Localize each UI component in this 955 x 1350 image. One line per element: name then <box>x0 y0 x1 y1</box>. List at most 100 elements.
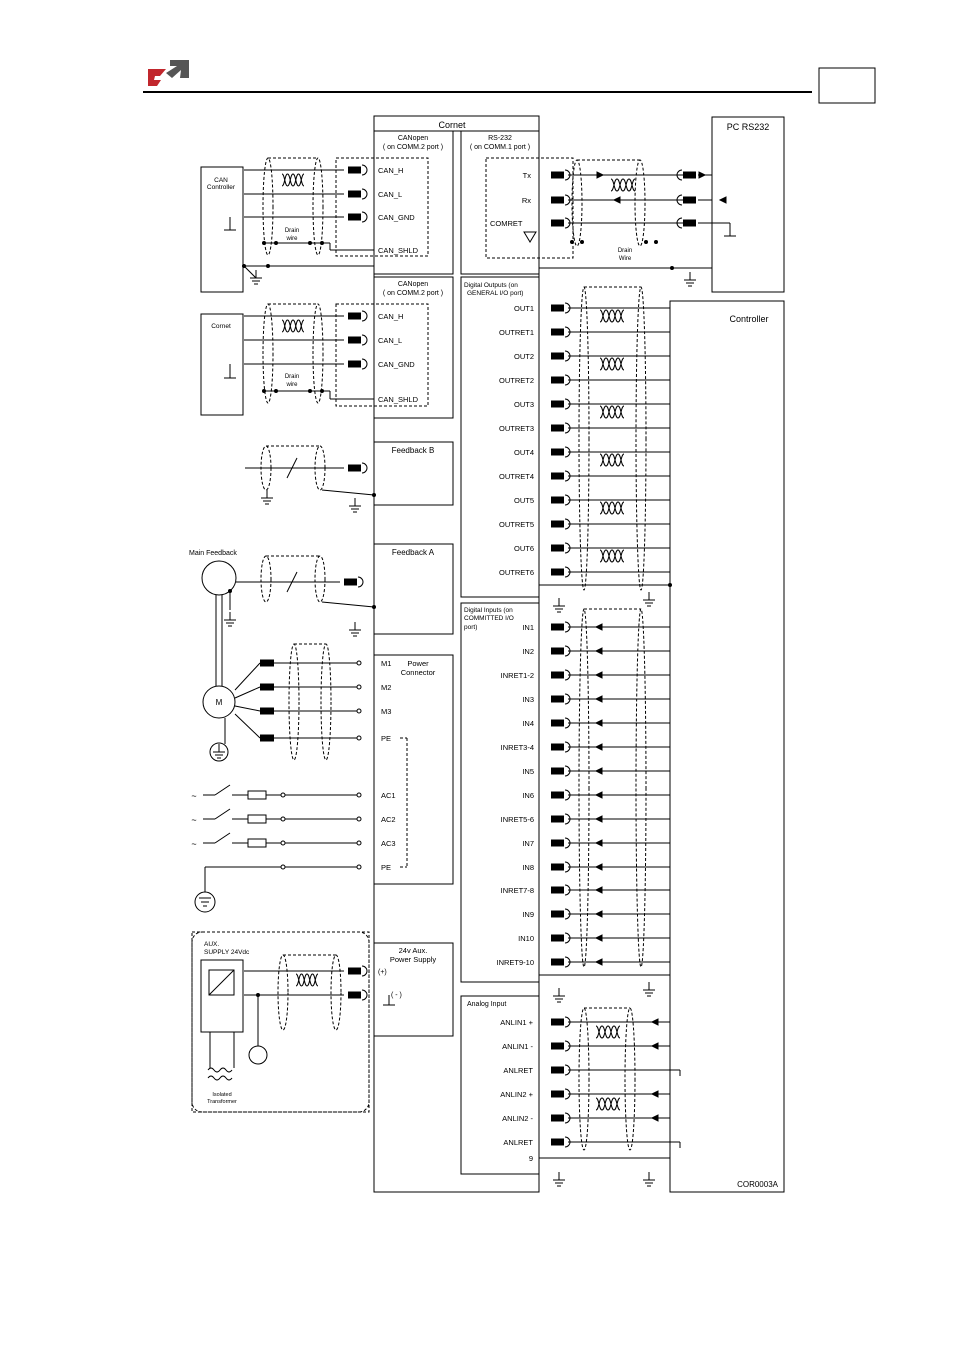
connector-plug <box>348 967 361 975</box>
twisted-pair <box>281 173 305 187</box>
pin-label: CAN_SHLD <box>378 246 419 255</box>
pin-label: CAN_H <box>378 312 403 321</box>
pin-label: M1 <box>381 659 391 668</box>
connector-plug <box>551 647 564 655</box>
connector-socket <box>357 576 364 588</box>
pin-terminal <box>280 864 286 870</box>
pin-label: 9 <box>529 1154 533 1163</box>
pin-label: M2 <box>381 683 391 692</box>
pin-label: INRET3-4 <box>501 743 534 752</box>
connector-plug <box>260 734 274 742</box>
connector-plug <box>551 767 564 775</box>
label: ( on COMM.1 port ) <box>470 144 530 151</box>
pin-label: ANLIN1 - <box>502 1042 533 1051</box>
label: Transformer <box>207 1099 237 1105</box>
pin-label: INRET7-8 <box>501 886 534 895</box>
pin-label: CAN_GND <box>378 213 415 222</box>
label: Analog Input <box>467 1001 506 1008</box>
aux-supply-section <box>373 942 454 1037</box>
connector-plug <box>551 196 564 204</box>
label: port) <box>464 624 477 631</box>
power-supply-icon <box>208 969 235 996</box>
can-controller-box <box>200 166 244 293</box>
connector-plug <box>348 464 361 472</box>
cable-shield <box>624 1007 636 1151</box>
arrow-icon <box>594 886 603 894</box>
connector-plug <box>348 190 361 198</box>
arrow-icon <box>596 171 605 179</box>
label: GENERAL I/O port) <box>467 290 523 297</box>
label: PC RS232 <box>727 122 770 132</box>
arrow-icon <box>594 671 603 679</box>
twisted-pair <box>599 357 625 371</box>
junction-dot <box>670 266 674 270</box>
arrow-icon <box>594 791 603 799</box>
label: wire <box>285 382 298 388</box>
cable-shield <box>312 303 324 404</box>
label: 24v Aux. <box>399 946 428 955</box>
pin-terminal <box>280 792 286 798</box>
cable-shield <box>260 555 272 603</box>
arrow-icon <box>594 910 603 918</box>
label: COMMITTED I/O <box>464 615 514 622</box>
arrow-icon <box>650 1018 659 1026</box>
earth-icon <box>194 891 216 913</box>
cable-shield <box>314 555 326 603</box>
cable-shield <box>578 1007 590 1151</box>
pin-label: OUT6 <box>514 544 534 553</box>
wire <box>243 265 257 279</box>
pin-label: IN10 <box>518 934 534 943</box>
label: Connector <box>401 668 436 677</box>
label: CANopen <box>398 135 428 142</box>
connector-plug <box>551 934 564 942</box>
label: Drain <box>285 228 299 234</box>
pin-terminal <box>356 735 362 741</box>
connector-plug <box>551 671 564 679</box>
pin-label: IN8 <box>522 863 534 872</box>
wire <box>321 601 375 608</box>
analog-input-section <box>460 995 540 1175</box>
cable-shield <box>578 608 590 968</box>
wire <box>286 571 298 593</box>
pin-label: Tx <box>523 171 532 180</box>
twisted-pair <box>595 1097 621 1111</box>
pin-label: CAN_L <box>378 336 402 345</box>
pin-terminal <box>356 708 362 714</box>
pin-label: AC2 <box>381 815 396 824</box>
pin-label: OUTRET3 <box>499 424 534 433</box>
connector-plug <box>260 659 274 667</box>
pin-label: IN2 <box>522 647 534 656</box>
pin-label: ANLRET <box>503 1066 533 1075</box>
junction-dot <box>668 583 672 587</box>
connector-plug <box>551 376 564 384</box>
pin-label: OUT2 <box>514 352 534 361</box>
main-feedback-label: Main Feedback <box>189 550 237 557</box>
pin-label: OUTRET5 <box>499 520 534 529</box>
connector-plug <box>551 568 564 576</box>
wire <box>321 489 375 496</box>
junction-dot <box>644 240 648 244</box>
cable-shield <box>635 608 647 968</box>
connector-plug <box>683 219 696 227</box>
pin-label: IN6 <box>522 791 534 800</box>
cable-shield <box>320 643 332 761</box>
connector-plug <box>551 219 564 227</box>
connector-plug <box>348 360 361 368</box>
wire <box>234 705 261 712</box>
pin-terminal <box>356 864 362 870</box>
fuse-icon <box>247 790 267 800</box>
connector-plug <box>551 472 564 480</box>
pin-label: CAN_SHLD <box>378 395 419 404</box>
feedback-a-section <box>373 543 454 635</box>
connector-socket <box>361 334 368 346</box>
wire <box>286 457 298 479</box>
pin-terminal <box>356 792 362 798</box>
junction-dot <box>372 493 376 497</box>
label: ( on COMM.2 port ) <box>383 144 443 151</box>
arrow-icon <box>594 934 603 942</box>
label: Drain <box>285 374 299 380</box>
twisted-pair <box>295 973 319 987</box>
connector-socket <box>676 194 683 206</box>
arrow-icon <box>594 767 603 775</box>
arrow-icon <box>650 1090 659 1098</box>
